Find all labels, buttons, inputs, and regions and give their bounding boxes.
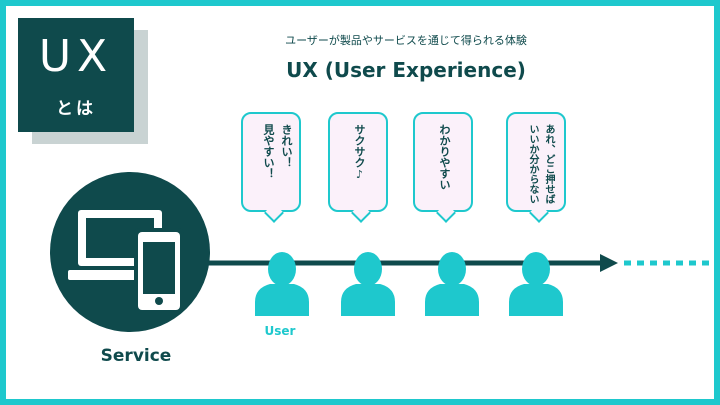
bubble-text: わかりやすい xyxy=(438,124,451,190)
speech-bubble: わかりやすい xyxy=(413,112,473,212)
user-silhouette-icon xyxy=(509,252,563,316)
ux-diagram xyxy=(50,172,714,332)
bubble-text: あれ、どこ押せば いいか分からない xyxy=(527,124,554,204)
ux-badge: UX とは xyxy=(18,18,134,132)
bubble-text: サクサク♪ xyxy=(353,124,366,181)
speech-bubble: きれい！ 見やすい！ xyxy=(241,112,301,212)
user-silhouette-icon xyxy=(341,252,395,316)
badge-main-text: UX xyxy=(38,31,114,82)
user-silhouette-icon xyxy=(425,252,479,316)
speech-bubble: サクサク♪ xyxy=(328,112,388,212)
service-label: Service xyxy=(100,346,172,366)
page-title: UX (User Experience) xyxy=(286,58,526,82)
speech-bubble: あれ、どこ押せば いいか分からない xyxy=(506,112,566,212)
smartphone-icon xyxy=(134,228,184,314)
page-subtitle: ユーザーが製品やサービスを通じて得られる体験 xyxy=(285,34,527,47)
user-label: User xyxy=(264,324,296,338)
user-silhouette-icon xyxy=(255,252,309,316)
badge-sub-text: とは xyxy=(56,99,96,119)
bubble-text: きれい！ 見やすい！ xyxy=(262,124,293,179)
arrow-icon xyxy=(600,254,618,272)
